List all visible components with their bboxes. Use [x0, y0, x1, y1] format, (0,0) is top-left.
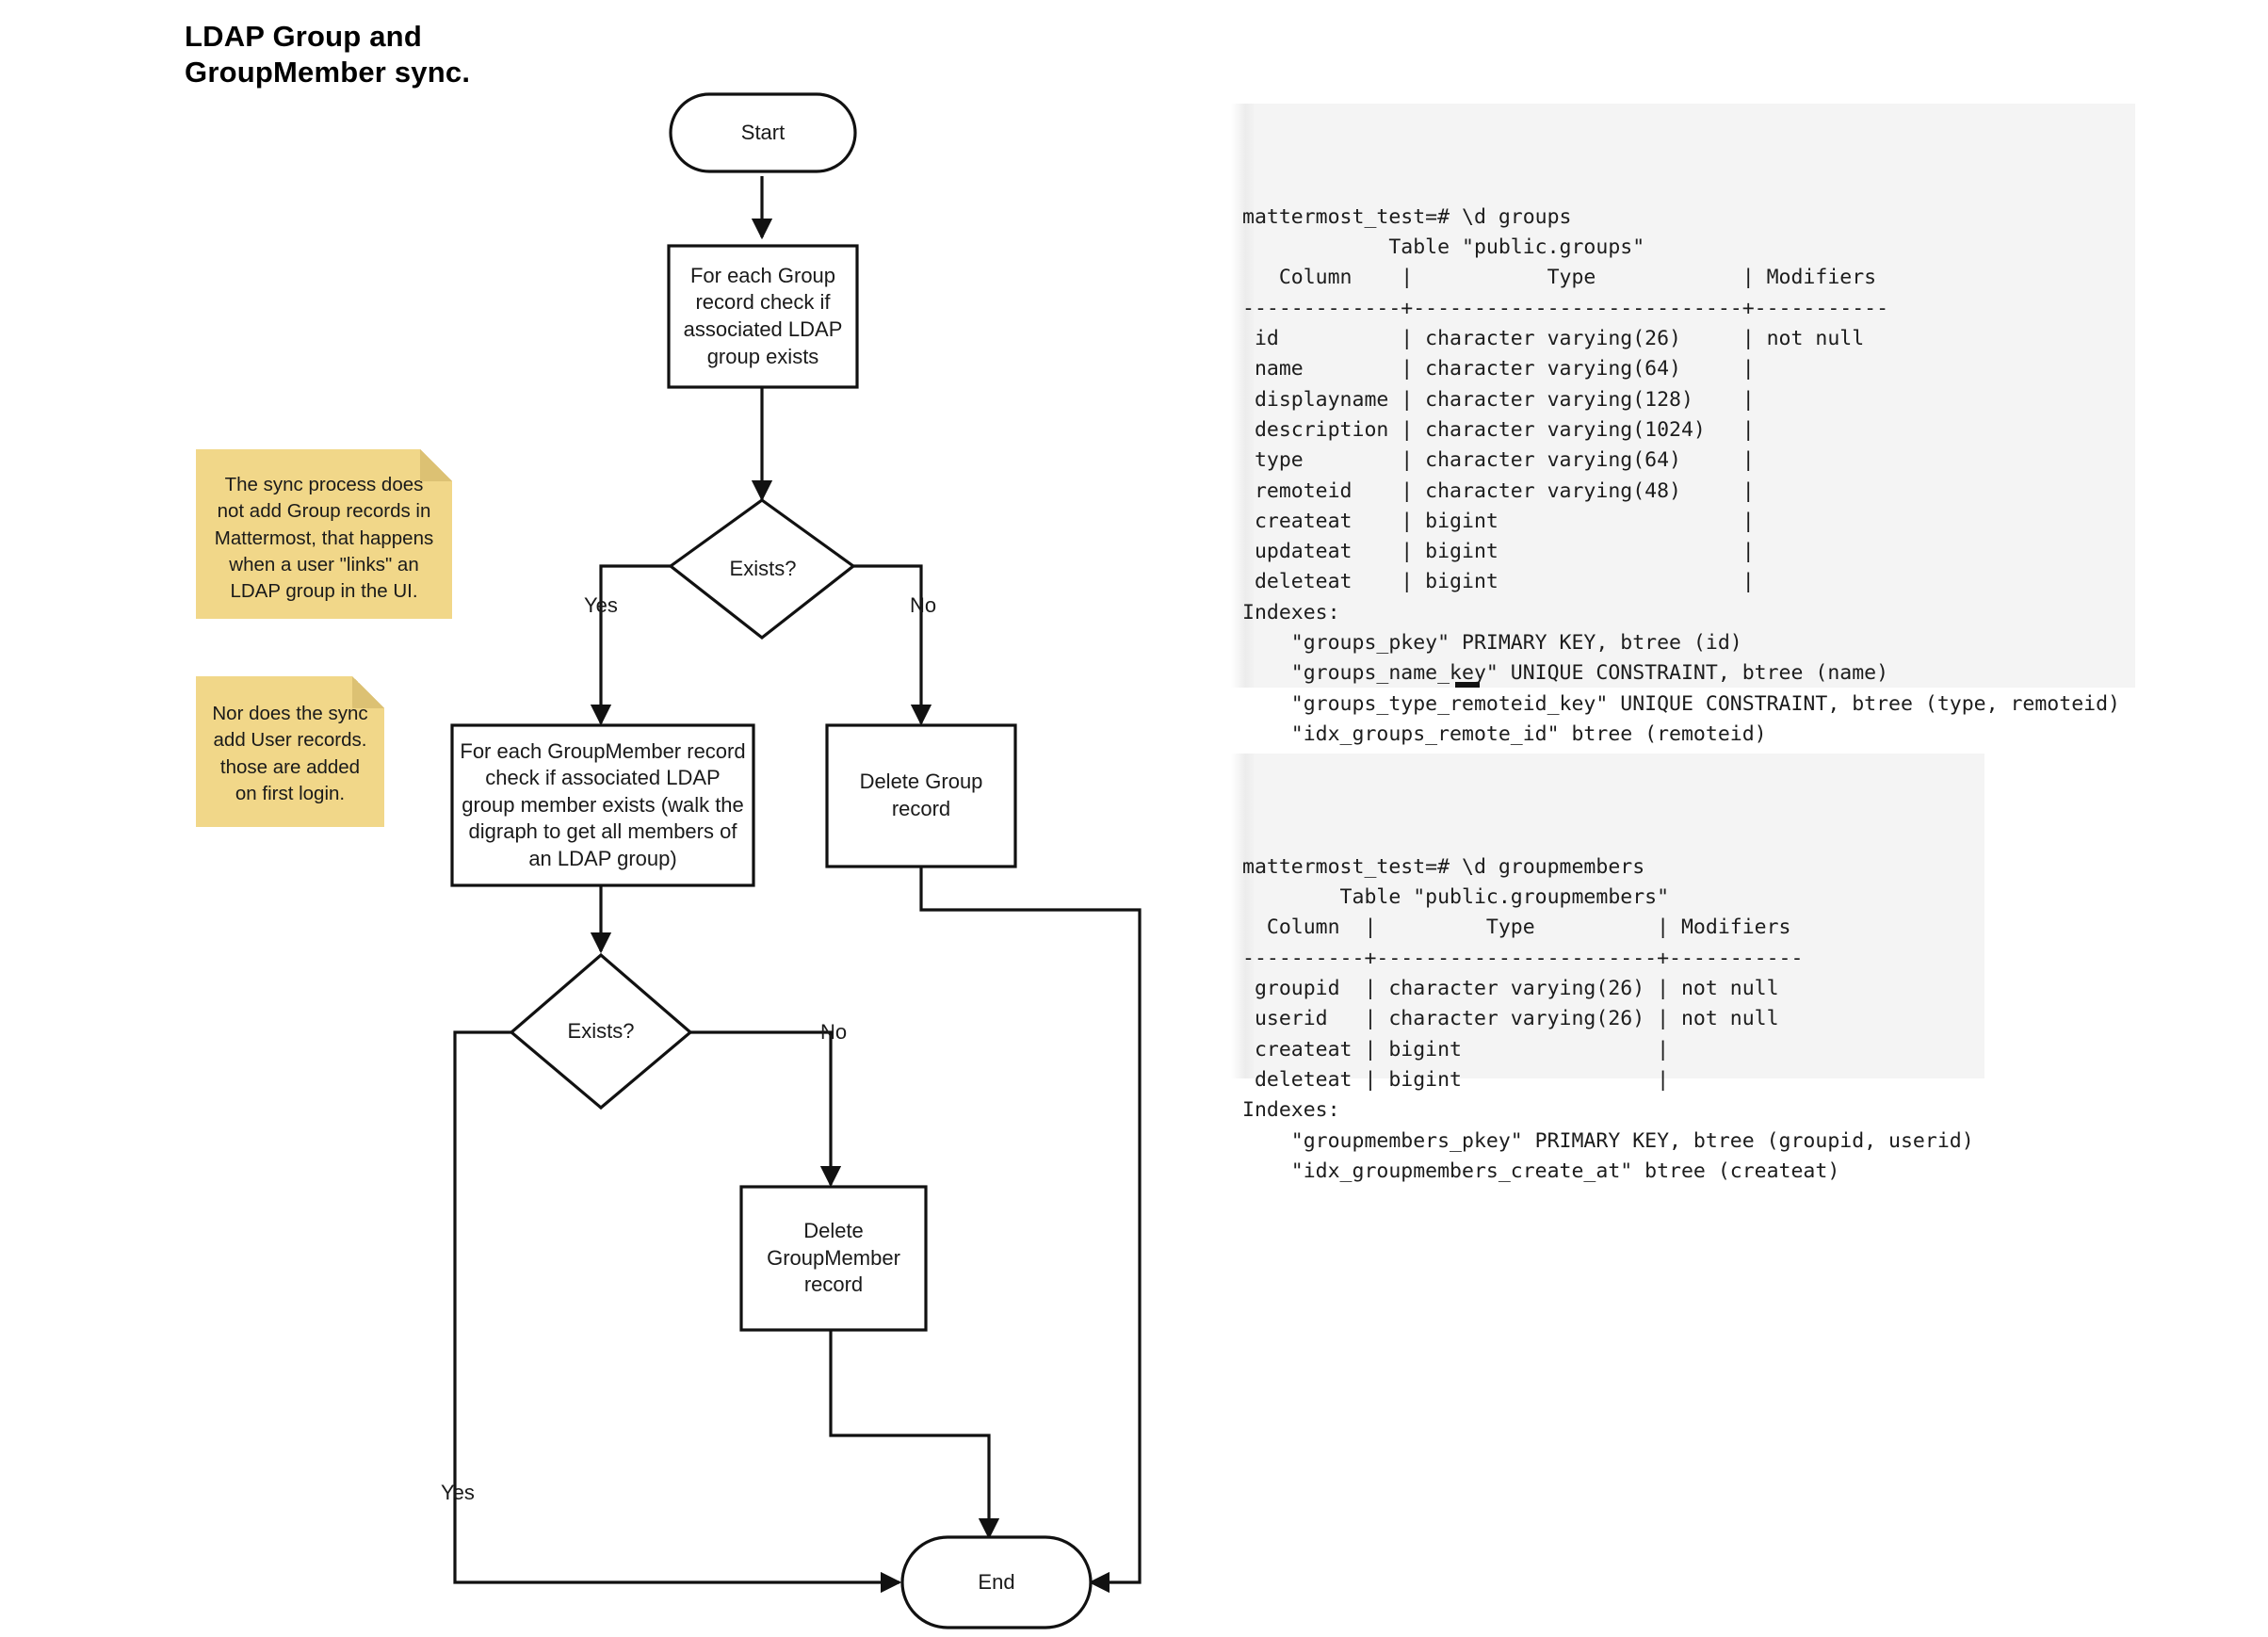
- edge-label-decision2-yes: Yes: [441, 1481, 475, 1504]
- node-start: [669, 92, 857, 173]
- page-title: LDAP Group and GroupMember sync.: [185, 20, 471, 89]
- edge-label-decision2-no: No: [820, 1020, 848, 1044]
- edge-decision1-yes: [590, 564, 671, 726]
- edge-delete-group-to-end: [919, 867, 1142, 1594]
- node-decision1: [668, 498, 856, 640]
- node-end: [900, 1535, 1093, 1629]
- node-decision2: [509, 952, 693, 1110]
- node-delete-groupmember: [739, 1185, 928, 1332]
- sticky-note-user-records: Nor does the sync add User records. thos…: [196, 676, 384, 827]
- edge-delete-groupmember-to-end: [829, 1330, 1000, 1540]
- terminal-output-groups: mattermost_test=# \d groups Table "publi…: [1231, 104, 2135, 746]
- note-fold-corner-icon: [352, 676, 384, 708]
- flowchart-canvas: [450, 92, 1142, 1629]
- note-fold-corner-icon: [420, 449, 452, 481]
- terminal-left-shade: [1231, 104, 1256, 688]
- sticky-note-user-records-text: Nor does the sync add User records. thos…: [212, 703, 368, 804]
- terminal-output-groupmembers: mattermost_test=# \d groupmembers Table …: [1231, 754, 1984, 1183]
- edge-label-decision1-no: No: [910, 593, 937, 617]
- node-delete-group: [825, 723, 1017, 868]
- terminal-left-shade: [1231, 754, 1256, 1078]
- terminal-cursor-icon: [1455, 682, 1480, 688]
- edge-decision2-yes-to-end: [453, 1030, 902, 1594]
- edge-decision1-no: [853, 564, 932, 726]
- sticky-note-group-records-text: The sync process does not add Group reco…: [214, 474, 434, 603]
- node-groupmember-check: [450, 723, 755, 887]
- edge-decision2-no: [690, 1030, 842, 1188]
- edge-label-decision1-yes: Yes: [584, 593, 618, 617]
- terminal-groups-text: mattermost_test=# \d groups Table "publi…: [1242, 204, 2120, 746]
- node-group-check: [667, 244, 859, 389]
- sticky-note-group-records: The sync process does not add Group reco…: [196, 449, 452, 619]
- terminal-groupmembers-text: mattermost_test=# \d groupmembers Table …: [1242, 854, 1974, 1183]
